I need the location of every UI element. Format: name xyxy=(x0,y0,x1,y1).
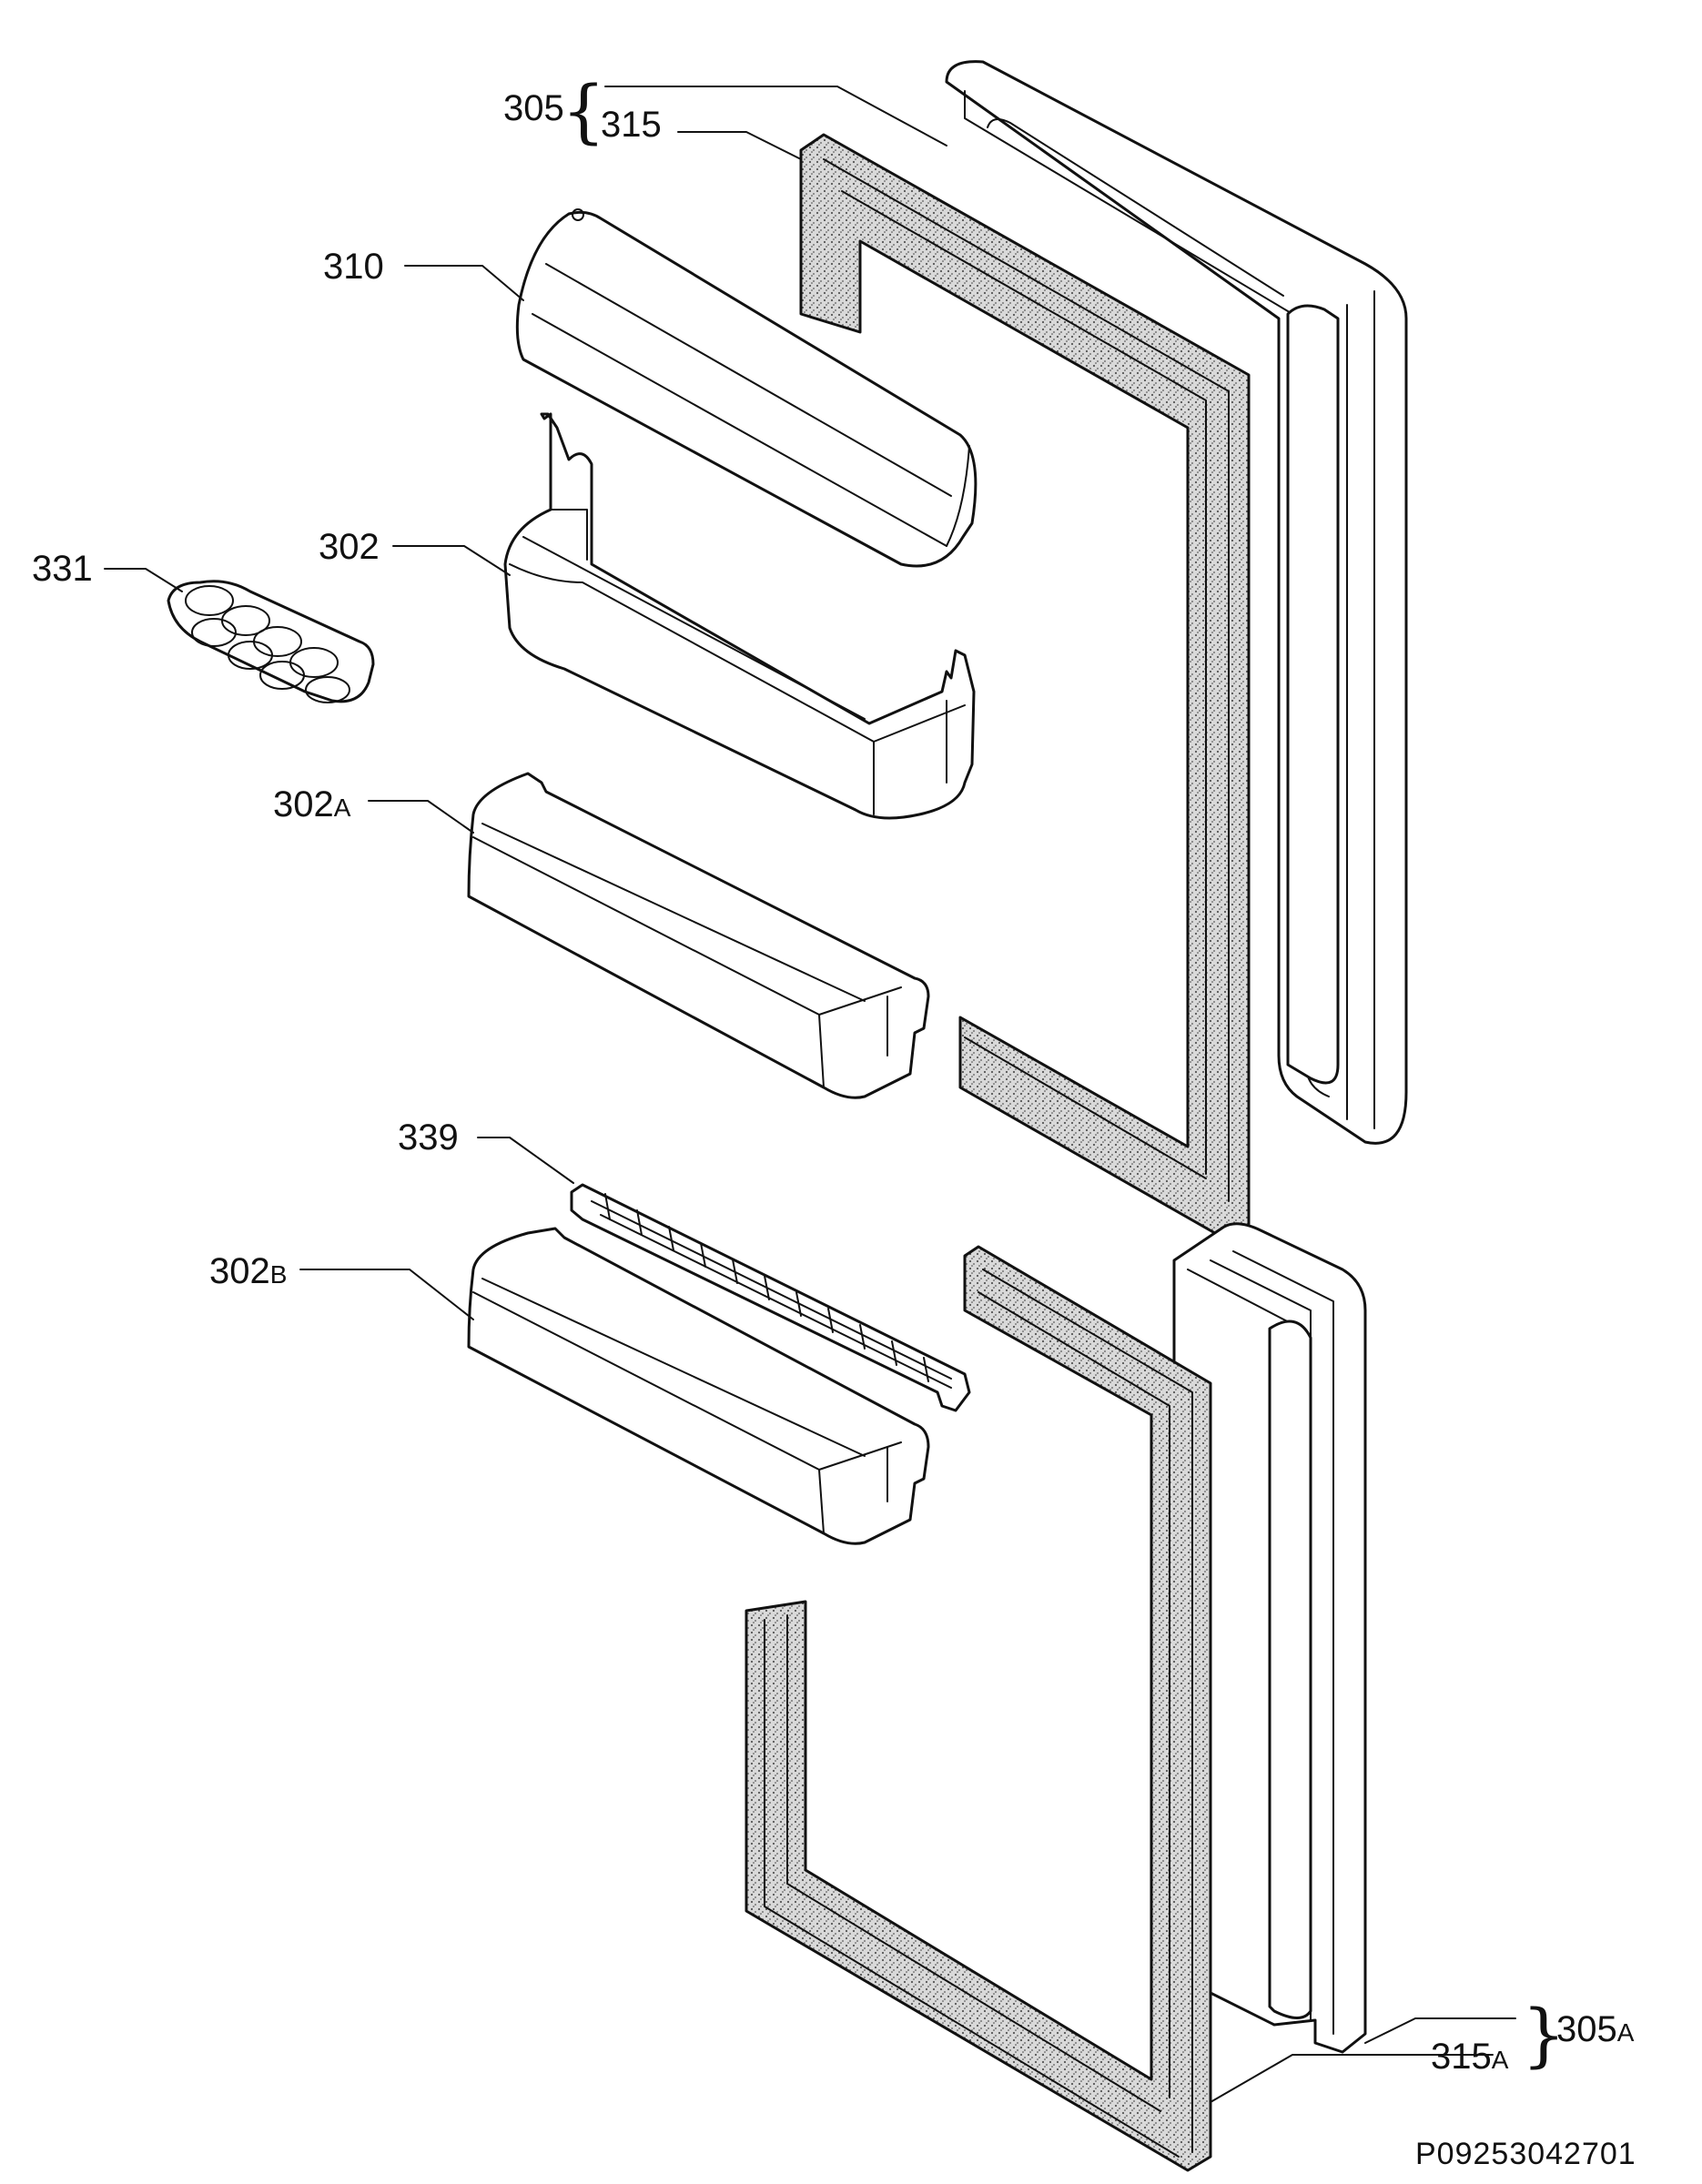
label-315a: 315A xyxy=(1431,2037,1509,2077)
brace-305: { xyxy=(562,70,605,151)
door-shelf-302b xyxy=(467,1227,930,1545)
door-shelf-302a xyxy=(467,772,930,1099)
label-339: 339 xyxy=(398,1117,459,1158)
label-305a: 305A xyxy=(1556,2009,1635,2049)
label-302: 302 xyxy=(319,527,380,567)
brace-305a: } xyxy=(1522,1994,1565,2075)
egg-tray-331 xyxy=(167,580,375,703)
label-310: 310 xyxy=(323,247,384,287)
label-305: 305 xyxy=(503,88,564,128)
label-302b: 302B xyxy=(209,1251,287,1291)
label-331: 331 xyxy=(32,549,93,589)
lower-door-gasket-315a xyxy=(745,1245,1212,2172)
drawing-code: P09253042701 xyxy=(1415,2137,1636,2171)
bottle-retainer-339 xyxy=(570,1183,971,1412)
dairy-compartment-lid-310 xyxy=(515,208,978,568)
upper-door-panel-305 xyxy=(945,60,1408,1145)
part-labels: 305 { 315 310 302 331 302A 339 302B } 30… xyxy=(32,70,1636,2171)
leader-lines xyxy=(104,86,1516,2103)
door-shelf-302 xyxy=(503,412,976,820)
label-315: 315 xyxy=(601,105,662,145)
upper-door-gasket-315 xyxy=(799,133,1251,1241)
lower-door-panel-305a xyxy=(1172,1222,1367,2054)
label-302a: 302A xyxy=(273,784,351,824)
